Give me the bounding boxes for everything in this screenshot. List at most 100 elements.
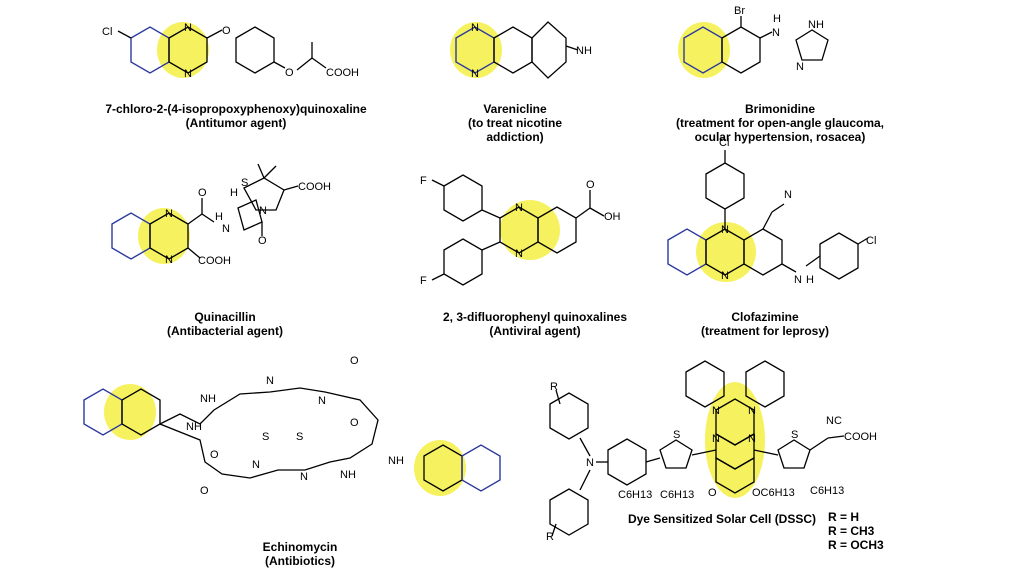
molecule-name: Quinacillin	[194, 310, 256, 324]
molecule-varenicline: NH N N	[450, 21, 592, 80]
nitrogen-label: N	[796, 61, 804, 73]
molecule-activity: (treatment for leprosy)	[700, 324, 830, 338]
nitrogen-label: N	[515, 202, 523, 214]
hydrogen-label: H	[215, 211, 223, 223]
hexyloxy-label: OC6H13	[752, 487, 795, 499]
molecule-name: Echinomycin	[262, 540, 338, 554]
r-label: R	[546, 531, 554, 543]
quinoxaline-highlight	[500, 200, 560, 260]
quinoxaline-highlight	[678, 22, 730, 78]
chlorine-label: Cl	[866, 235, 876, 247]
molecule-name: Clofazimine	[731, 310, 799, 324]
hydrogen-label: H	[806, 274, 814, 286]
cooh-label: COOH	[326, 67, 359, 79]
oxygen-label: O	[350, 417, 359, 429]
molecule-name: 2, 3-difluorophenyl quinoxalines	[442, 310, 628, 324]
quinoxaline-highlight	[104, 384, 156, 440]
nitrogen-label: N	[712, 405, 720, 417]
caption-difluorophenyl: 2, 3-difluorophenyl quinoxalines (Antivi…	[415, 310, 655, 338]
sulfur-label: S	[296, 431, 303, 443]
nitrogen-label: N	[712, 433, 720, 445]
caption-clofazimine: Clofazimine (treatment for leprosy)	[670, 310, 860, 338]
oxygen-label: O	[200, 485, 209, 497]
molecule-difluorophenyl: N N F F O OH	[420, 174, 621, 287]
fluorine-label: F	[420, 175, 427, 187]
oxygen-label: O	[258, 235, 267, 247]
nitrogen-label: N	[222, 223, 230, 235]
nitrogen-label: N	[748, 433, 756, 445]
molecule-activity: (to treat nicotine	[467, 116, 562, 130]
sulfur-label: S	[673, 429, 680, 441]
nitrogen-label: N	[165, 254, 173, 266]
bromine-label: Br	[734, 5, 745, 17]
molecule-dssc: N N N N S S N R R NC COOH C6H13 C6H13 O …	[546, 360, 877, 543]
molecule-chloroquinoxaline: Cl N N O O COOH	[102, 22, 359, 80]
nitrogen-label: N	[748, 405, 756, 417]
caption-quinacillin: Quinacillin (Antibacterial agent)	[130, 310, 320, 338]
oxygen-label: O	[222, 25, 231, 37]
molecule-name: Dye Sensitized Solar Cell (DSSC)	[627, 512, 817, 526]
nh-label: NH	[200, 393, 216, 405]
quinoxaline-highlight	[138, 208, 190, 264]
oxygen-label: O	[285, 67, 294, 79]
nitrogen-label: N	[300, 471, 308, 483]
sulfur-label: S	[241, 177, 248, 189]
r-group-ch3: R = CH3	[828, 524, 875, 538]
nitrogen-label: N	[184, 68, 192, 80]
fluorine-label: F	[420, 275, 427, 287]
cooh-label: COOH	[844, 431, 877, 443]
hexyl-label: C6H13	[618, 489, 652, 501]
nitrogen-label: N	[721, 270, 729, 282]
nitrile-label: NC	[826, 415, 842, 427]
nitrogen-label: N	[318, 395, 326, 407]
nh-label: NH	[186, 421, 202, 433]
oxygen-label: O	[210, 449, 219, 461]
nitrogen-label: N	[259, 205, 267, 217]
hydrogen-label: H	[230, 187, 238, 199]
r-group-h: R = H	[828, 510, 860, 524]
oxygen-label: O	[708, 487, 717, 499]
hexyl-label: C6H13	[810, 485, 844, 497]
oxygen-label: O	[586, 179, 595, 191]
molecule-quinacillin: N N COOH O H N H S N O COOH	[111, 163, 331, 267]
nitrogen-label: N	[772, 27, 780, 39]
nitrogen-label: N	[471, 22, 479, 34]
molecule-activity: ocular hypertension, rosacea)	[694, 130, 866, 144]
nitrogen-label: N	[252, 459, 260, 471]
quinoxaline-highlight	[705, 382, 765, 498]
molecule-clofazimine: N N Cl N N H Cl	[667, 137, 876, 286]
oxygen-label: O	[198, 187, 207, 199]
molecule-name: Varenicline	[483, 102, 547, 116]
r-label: R	[550, 381, 558, 393]
molecule-activity: (Antibacterial agent)	[166, 324, 283, 338]
oxygen-label: O	[350, 355, 359, 367]
nh-label: NH	[808, 19, 824, 31]
molecule-brimonidine: Br H N NH N	[678, 5, 829, 78]
chlorine-label: Cl	[719, 137, 729, 149]
cooh-label: COOH	[298, 181, 331, 193]
quinoxaline-highlight	[157, 22, 209, 78]
molecule-activity: (Antitumor agent)	[185, 116, 287, 130]
molecule-name: 7-chloro-2-(4-isopropoxyphenoxy)quinoxal…	[105, 102, 367, 116]
nitrogen-label: N	[515, 248, 523, 260]
molecule-echinomycin: NH NH N N S S O NH N N NH O O O	[83, 355, 501, 497]
caption-dssc: Dye Sensitized Solar Cell (DSSC)	[612, 512, 832, 526]
molecule-activity: addiction)	[486, 130, 544, 144]
sulfur-label: S	[262, 431, 269, 443]
caption-brimonidine: Brimonidine (treatment for open-angle gl…	[650, 102, 910, 144]
molecule-activity: (Antiviral agent)	[489, 324, 581, 338]
r-group-list: R = H R = CH3 R = OCH3	[828, 510, 908, 552]
nh-label: NH	[388, 455, 404, 467]
nh-label: NH	[340, 469, 356, 481]
nitrogen-label: N	[184, 22, 192, 34]
nitrogen-label: N	[794, 274, 802, 286]
sulfur-label: S	[791, 429, 798, 441]
caption-chloroquinoxaline: 7-chloro-2-(4-isopropoxyphenoxy)quinoxal…	[86, 102, 386, 130]
hydrogen-label: H	[773, 13, 781, 25]
r-group-och3: R = OCH3	[828, 538, 884, 552]
nitrogen-label: N	[586, 457, 594, 469]
caption-varenicline: Varenicline (to treat nicotine addiction…	[430, 102, 600, 144]
nitrogen-label: N	[165, 208, 173, 220]
chlorine-label: Cl	[102, 26, 112, 38]
